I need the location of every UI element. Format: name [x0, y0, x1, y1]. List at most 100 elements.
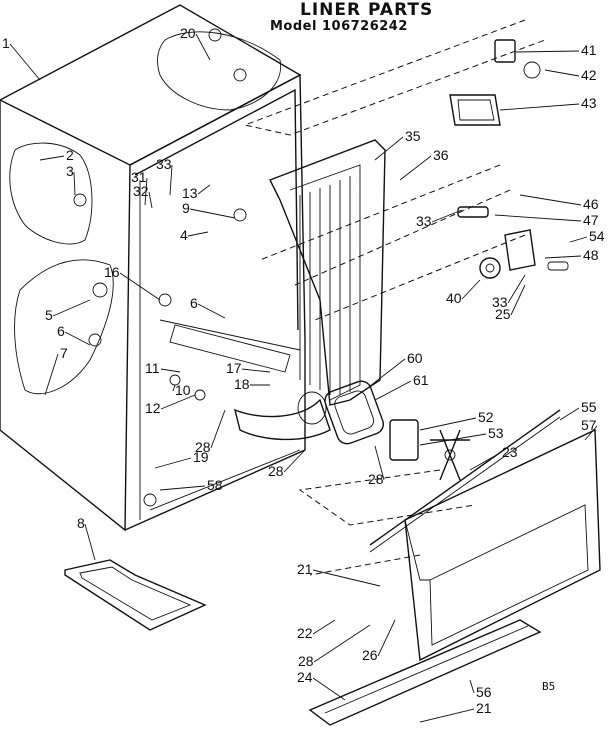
- callout-leader-28: [283, 449, 306, 473]
- callout-leader-21: [419, 708, 475, 723]
- callout-4: 4: [180, 227, 188, 243]
- page-code: B5: [542, 680, 556, 693]
- callout-25: 25: [495, 306, 511, 322]
- callout-leader-61: [374, 380, 412, 401]
- callout-6: 6: [57, 323, 65, 339]
- callout-leader-16: [119, 272, 161, 301]
- callout-leader-17: [241, 368, 271, 373]
- callout-41: 41: [581, 42, 597, 58]
- callout-leader-33: [169, 164, 173, 196]
- callout-56: 56: [476, 684, 492, 700]
- callout-28: 28: [368, 471, 384, 487]
- callout-leader-54: [569, 236, 588, 243]
- callout-23: 23: [502, 444, 518, 460]
- callout-leader-42: [544, 69, 580, 77]
- callout-33: 33: [492, 294, 508, 310]
- callout-11: 11: [145, 360, 160, 376]
- callout-leader-22: [312, 619, 336, 635]
- callout-leader-46: [519, 194, 582, 206]
- callout-48: 48: [583, 247, 599, 263]
- callout-leader-33: [507, 274, 526, 304]
- callout-58: 58: [207, 477, 223, 493]
- callout-leader-55: [559, 407, 580, 421]
- callout-leader-28: [313, 624, 371, 663]
- callout-leader-8: [84, 523, 96, 561]
- callout-52: 52: [478, 409, 494, 425]
- callout-22: 22: [297, 625, 313, 641]
- callout-leader-52: [419, 417, 477, 431]
- callout-28: 28: [298, 653, 314, 669]
- callout-leader-48: [544, 255, 582, 259]
- callout-61: 61: [413, 372, 429, 388]
- callout-1: 1: [2, 35, 10, 51]
- callout-42: 42: [581, 67, 597, 83]
- callout-31: 31: [131, 169, 147, 185]
- callout-leader-1: [9, 43, 41, 81]
- diagram-title: LINER PARTS: [300, 0, 434, 20]
- callout-leader-13: [197, 184, 211, 195]
- callout-2: 2: [66, 147, 74, 163]
- fan-motor-assembly: [389, 419, 470, 481]
- callout-53: 53: [488, 425, 504, 441]
- callout-9: 9: [182, 200, 190, 216]
- callout-47: 47: [583, 212, 599, 228]
- callout-leader-3: [73, 171, 76, 196]
- callout-33: 33: [416, 213, 432, 229]
- callout-40: 40: [446, 290, 462, 306]
- callout-35: 35: [405, 128, 421, 144]
- callout-6: 6: [190, 295, 198, 311]
- callout-leader-26: [377, 619, 396, 657]
- callout-leader-25: [510, 284, 526, 316]
- callout-leader-57: [584, 425, 598, 441]
- callout-54: 54: [589, 228, 605, 244]
- callout-7: 7: [60, 345, 68, 361]
- callout-43: 43: [581, 95, 597, 111]
- callout-32: 32: [133, 183, 149, 199]
- callout-leader-20: [195, 33, 211, 61]
- callout-leader-12: [160, 394, 196, 410]
- callout-28: 28: [268, 463, 284, 479]
- callout-46: 46: [583, 196, 599, 212]
- callout-leader-10: [172, 384, 176, 392]
- callout-leader-28: [374, 445, 385, 481]
- callout-21: 21: [297, 561, 313, 577]
- callout-36: 36: [433, 147, 449, 163]
- callout-24: 24: [297, 669, 313, 685]
- callout-leader-28: [210, 409, 226, 449]
- callout-leader-58: [159, 485, 206, 491]
- evaporator-cover: [233, 139, 386, 441]
- callout-26: 26: [362, 647, 378, 663]
- callout-60: 60: [407, 350, 423, 366]
- callout-28: 28: [195, 439, 211, 455]
- drain-pan: [64, 559, 207, 631]
- callout-leader-40: [461, 279, 481, 300]
- callout-16: 16: [104, 264, 120, 280]
- cabinet-liner: [0, 4, 306, 532]
- callout-19: 19: [193, 449, 209, 465]
- callout-21: 21: [476, 700, 492, 716]
- callout-labels: 1234566789101112131617181920212122232425…: [2, 25, 605, 723]
- base-trim: [308, 619, 542, 726]
- callout-3: 3: [66, 163, 74, 179]
- assembly-lines: [243, 19, 546, 576]
- callout-leader-56: [469, 679, 475, 694]
- callout-leader-32: [148, 191, 153, 209]
- callout-leader-43: [499, 103, 580, 111]
- callout-5: 5: [45, 307, 53, 323]
- callout-leader-11: [160, 368, 181, 373]
- model-number: Model 106726242: [270, 19, 408, 34]
- callout-leader-2: [39, 155, 65, 161]
- callout-leader-21: [312, 569, 381, 587]
- front-grille: [369, 409, 601, 662]
- light-assembly: [449, 39, 541, 126]
- callout-leader-33: [431, 209, 463, 223]
- callout-8: 8: [77, 515, 85, 531]
- callout-leader-23: [469, 452, 501, 471]
- callout-leader-47: [494, 214, 582, 222]
- control-bracket: [457, 206, 569, 279]
- callout-leader-35: [374, 136, 404, 161]
- callout-leader-5: [52, 299, 91, 317]
- callout-10: 10: [175, 382, 191, 398]
- callout-leader-4: [187, 231, 209, 237]
